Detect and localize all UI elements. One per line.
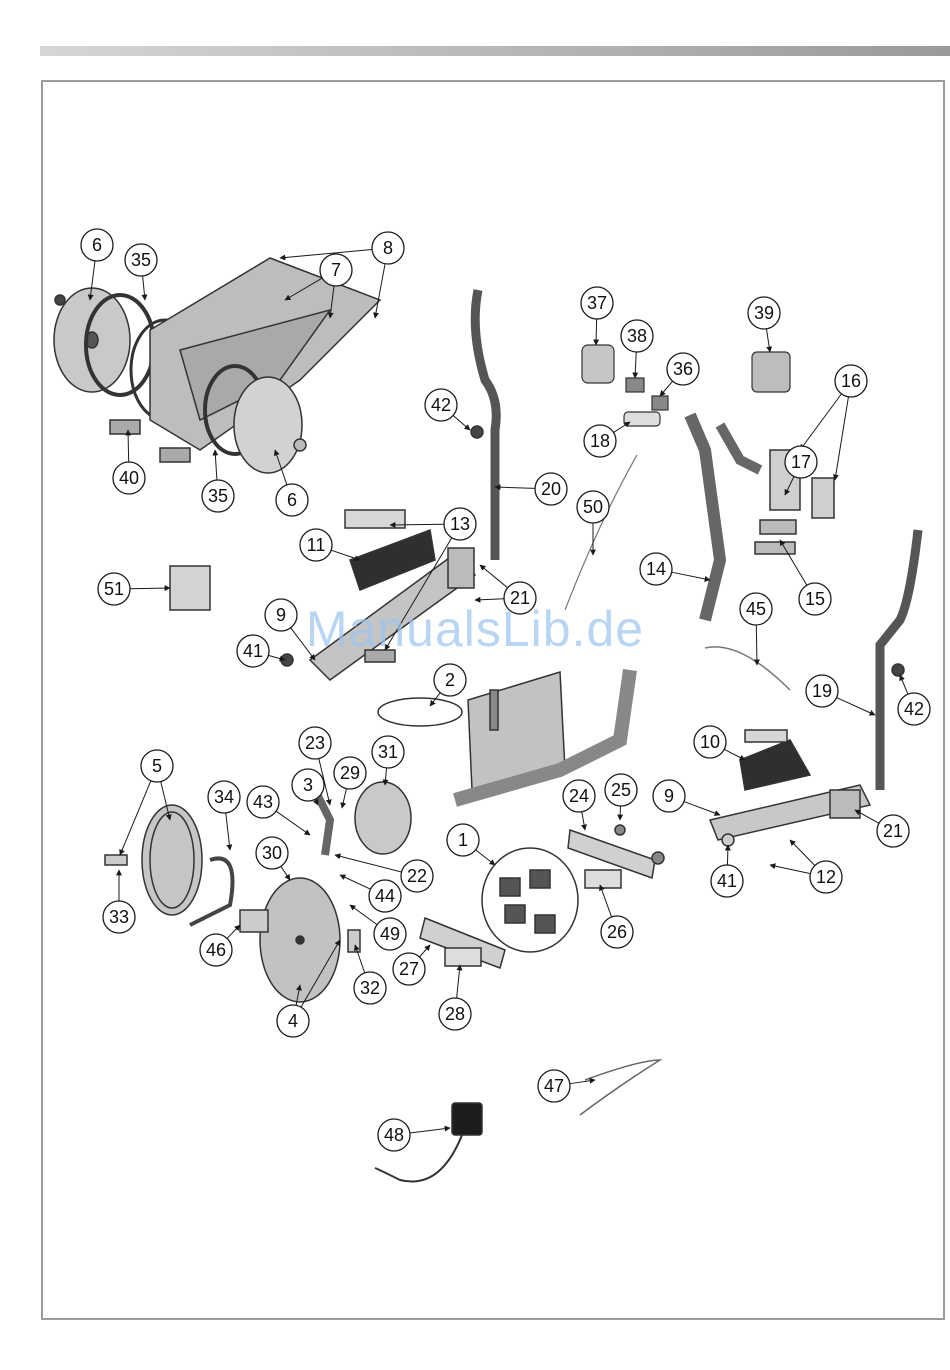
leader-line-36 [660,381,673,396]
callout-label-51: 51 [104,579,124,599]
callout-label-6: 6 [287,490,297,510]
leader-line-49 [350,905,377,925]
callout-label-43: 43 [253,792,273,812]
leader-line-26 [600,885,612,917]
callout-label-14: 14 [646,559,666,579]
callout-label-30: 30 [262,843,282,863]
leader-line-18 [614,422,630,432]
main-frame [378,670,630,800]
callout-label-39: 39 [754,303,774,323]
leader-line-21 [480,565,508,588]
leader-line-24 [582,812,585,830]
callout-label-46: 46 [206,940,226,960]
callout-label-16: 16 [841,371,861,391]
leader-line-41 [727,845,728,865]
leader-line-29 [342,789,346,808]
callout-label-6: 6 [92,235,102,255]
callout-label-35: 35 [131,250,151,270]
leader-line-16 [800,394,841,450]
callout-label-2: 2 [445,670,455,690]
callout-label-31: 31 [378,742,398,762]
callout-label-42: 42 [431,395,451,415]
callout-label-18: 18 [590,431,610,451]
callout-label-38: 38 [627,326,647,346]
callout-label-47: 47 [544,1076,564,1096]
leader-line-39 [766,329,770,352]
callout-label-11: 11 [307,535,326,555]
leader-line-19 [837,698,875,715]
handlebar-right [705,530,918,790]
callout-label-21: 21 [883,821,903,841]
watermark: ManualsLib.de [0,600,950,658]
leader-line-14 [672,572,710,580]
callout-label-49: 49 [380,924,400,944]
leader-line-44 [340,875,371,889]
callout-label-9: 9 [664,786,674,806]
leader-line-10 [724,749,745,760]
console-parts [565,345,790,610]
callout-label-12: 12 [816,867,836,887]
leader-line-1 [476,850,495,865]
pedal-arm-right [710,730,870,846]
callout-label-4: 4 [288,1011,298,1031]
leader-line-35 [215,450,217,480]
leader-line-28 [457,965,460,998]
callout-label-10: 10 [700,732,720,752]
leader-line-20 [495,487,535,488]
leader-line-38 [635,352,636,378]
callout-label-33: 33 [109,907,129,927]
leader-line-12 [770,865,810,874]
leader-line-43 [276,811,310,835]
callout-label-22: 22 [407,866,427,886]
leader-line-8 [375,264,385,318]
leader-line-42 [453,415,470,430]
callout-label-5: 5 [152,756,162,776]
callout-label-25: 25 [611,780,631,800]
leader-line-42 [900,675,908,694]
leader-line-46 [227,925,240,938]
leader-line-51 [130,588,170,589]
callout-label-1: 1 [458,830,468,850]
leader-line-48 [410,1128,450,1133]
callout-label-20: 20 [541,479,561,499]
callout-label-13: 13 [450,514,470,534]
callout-label-24: 24 [569,786,589,806]
callout-label-19: 19 [812,681,832,701]
leader-line-34 [226,813,230,850]
leader-line-11 [331,550,360,560]
callout-label-32: 32 [360,978,380,998]
callout-label-28: 28 [445,1004,465,1024]
callout-label-48: 48 [384,1125,404,1145]
callout-label-23: 23 [305,733,325,753]
callout-label-44: 44 [375,886,395,906]
leader-line-22 [335,855,402,872]
callout-label-8: 8 [383,238,393,258]
callout-label-17: 17 [791,452,811,472]
callout-label-42: 42 [904,699,924,719]
callout-label-27: 27 [399,959,419,979]
leader-line-35 [143,276,145,300]
drive-cover-assembly [54,258,380,473]
callout-label-50: 50 [583,497,603,517]
leader-line-12 [790,840,815,866]
callout-label-7: 7 [331,260,341,280]
leader-line-30 [281,866,290,880]
callout-label-3: 3 [303,775,313,795]
leader-line-27 [420,945,430,957]
leader-line-47 [570,1080,595,1084]
callout-label-40: 40 [119,468,139,488]
callout-label-41: 41 [717,871,737,891]
leader-line-16 [835,397,848,480]
leader-line-40 [128,430,129,462]
callout-label-34: 34 [214,787,234,807]
callout-label-26: 26 [607,922,627,942]
callout-label-36: 36 [673,359,693,379]
leader-line-9 [684,802,720,815]
leader-line-37 [596,319,597,345]
callout-label-37: 37 [587,293,607,313]
callout-label-29: 29 [340,763,360,783]
callout-label-35: 35 [208,486,228,506]
